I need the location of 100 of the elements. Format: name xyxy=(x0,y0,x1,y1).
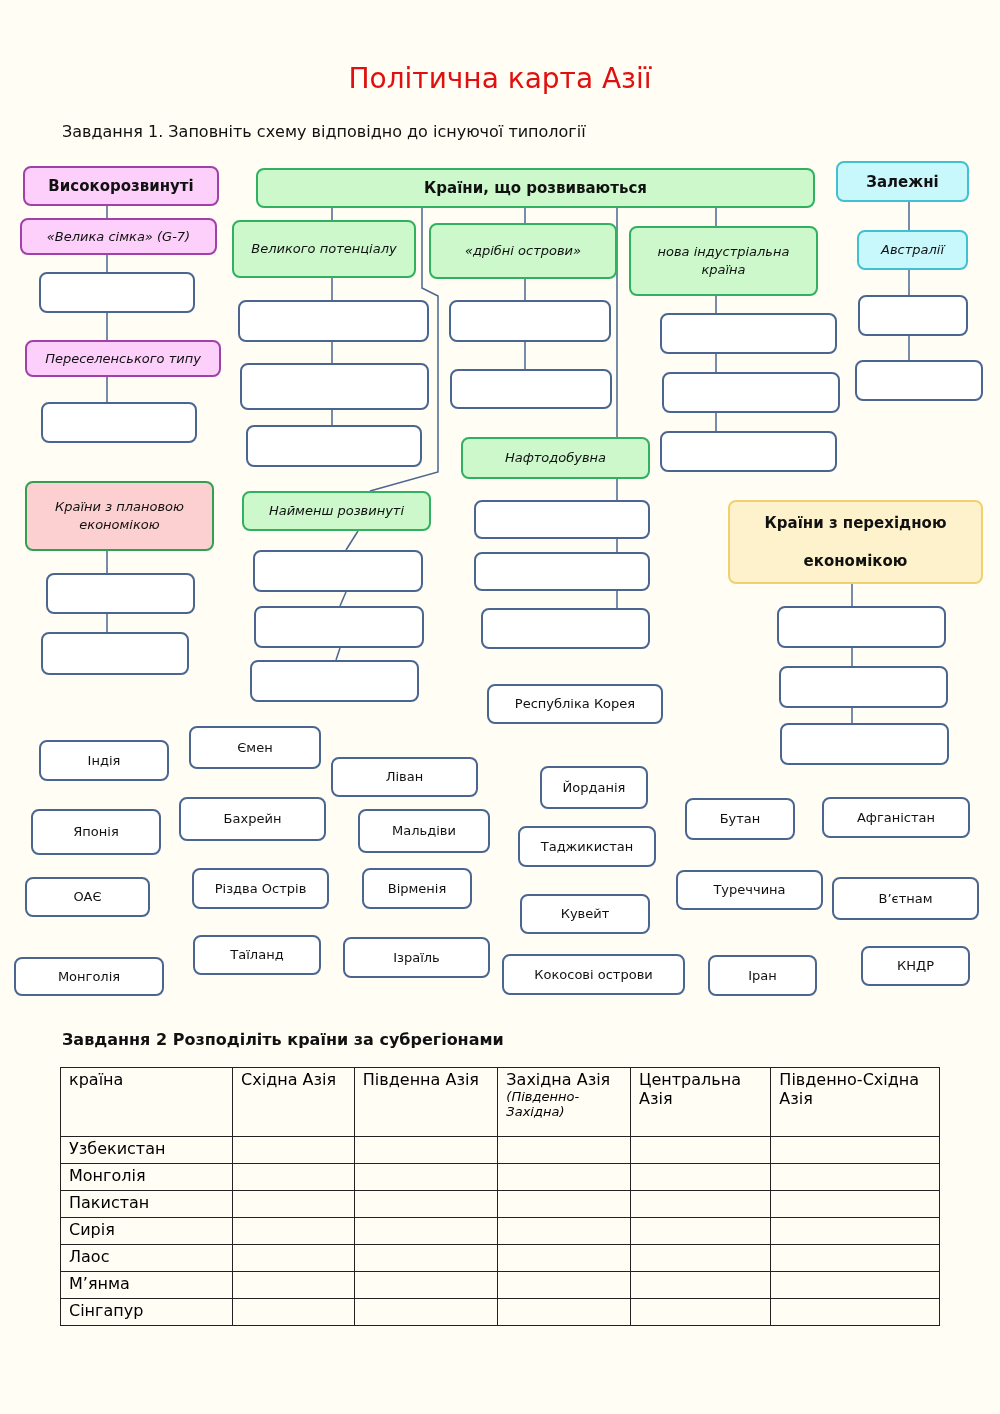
country-card xyxy=(39,740,169,781)
country-card xyxy=(520,894,650,934)
country-card xyxy=(540,766,648,809)
category-box xyxy=(25,481,214,551)
country-name: Індія xyxy=(86,751,122,770)
connector-line xyxy=(331,277,333,301)
connector-line xyxy=(106,550,108,574)
connector-line xyxy=(616,538,618,553)
category-label: Переселенського типу xyxy=(44,349,202,368)
country-name: Різдва Острів xyxy=(213,879,308,898)
connector-line xyxy=(369,207,439,492)
country-card xyxy=(331,757,478,797)
answer-box xyxy=(450,369,612,409)
connector-line xyxy=(524,207,526,224)
connector-line xyxy=(715,295,717,314)
column-header: Південно-Східна Азія xyxy=(770,1067,940,1137)
category-box xyxy=(836,161,969,202)
country-card xyxy=(14,957,164,996)
column-header: Центральна Азія xyxy=(630,1067,771,1137)
country-name: Ємен xyxy=(236,738,274,757)
country-card xyxy=(31,809,161,855)
category-box xyxy=(857,230,968,270)
category-label: Нафтодобувна xyxy=(503,449,608,467)
connector-line xyxy=(524,278,526,301)
connector-line xyxy=(524,341,526,370)
row-header: Сінгапур xyxy=(60,1298,233,1326)
category-box xyxy=(25,340,221,377)
task-heading: Завдання 1. Заповніть схему відповідно до існуючої типології xyxy=(62,122,586,141)
country-name: Бахрейн xyxy=(222,810,283,828)
connector-line xyxy=(106,613,108,633)
connector-line xyxy=(616,478,618,501)
answer-box xyxy=(46,573,195,614)
connector-line xyxy=(851,707,853,724)
connector-line xyxy=(908,269,910,296)
country-name: ОАЄ xyxy=(72,888,103,906)
country-name: Таїланд xyxy=(229,946,285,964)
country-name: КНДР xyxy=(896,957,935,975)
category-box xyxy=(429,223,617,279)
column-note: (Південно-Західна) xyxy=(506,1089,581,1119)
country-card xyxy=(487,684,663,724)
connector-line xyxy=(106,312,108,341)
category-label: Країни, що розвиваються xyxy=(423,179,648,197)
connector-line xyxy=(331,207,333,221)
category-label: «Велика сімка» (G-7) xyxy=(45,227,192,246)
country-card xyxy=(343,937,490,978)
country-card xyxy=(25,877,150,917)
country-name: Монголія xyxy=(56,967,122,986)
connector-line xyxy=(715,353,717,373)
connector-line xyxy=(908,201,910,231)
answer-box xyxy=(481,608,650,649)
country-card xyxy=(362,868,472,909)
country-name: В’єтнам xyxy=(877,889,934,908)
connector-line xyxy=(106,205,108,219)
country-card xyxy=(676,870,823,910)
country-card xyxy=(518,826,656,867)
country-name: Туреччина xyxy=(712,881,787,899)
answer-box xyxy=(238,300,429,342)
connector-line xyxy=(715,207,717,227)
column-header: Південна Азія xyxy=(354,1067,498,1137)
country-name: Кокосові острови xyxy=(533,965,654,984)
connector-line xyxy=(331,409,333,426)
category-box xyxy=(728,500,983,584)
category-label: Високорозвинуті xyxy=(47,177,195,195)
country-name: Вірменія xyxy=(386,879,448,898)
country-card xyxy=(822,797,970,838)
country-name: Ліван xyxy=(384,768,425,786)
country-card xyxy=(179,797,326,841)
category-box xyxy=(232,220,416,278)
answer-box xyxy=(660,431,837,472)
answer-box xyxy=(246,425,422,467)
connector-line xyxy=(335,647,341,661)
row-header: Сирія xyxy=(60,1217,233,1245)
answer-box xyxy=(660,313,837,354)
column-header: Східна Азія xyxy=(232,1067,355,1137)
answer-box xyxy=(39,272,195,313)
connector-line xyxy=(851,583,853,607)
answer-box xyxy=(449,300,611,342)
category-label: нова індустріальна країна xyxy=(656,243,791,279)
country-name: Японія xyxy=(72,823,120,841)
country-card xyxy=(189,726,321,769)
category-label: Великого потенціалу xyxy=(250,240,398,258)
answer-box xyxy=(250,660,419,702)
category-label: Найменш розвинуті xyxy=(267,502,406,520)
country-name: Іран xyxy=(747,966,778,985)
country-name: Йорданія xyxy=(561,778,627,797)
connector-line xyxy=(616,590,618,609)
connector-line xyxy=(851,647,853,667)
connector-line xyxy=(106,376,108,403)
answer-box xyxy=(41,632,189,675)
answer-box xyxy=(855,360,983,401)
answer-box xyxy=(41,402,197,443)
row-header: Пакистан xyxy=(60,1190,233,1218)
page-title: Політична карта Азії xyxy=(347,62,653,95)
category-box xyxy=(256,168,815,208)
answer-box xyxy=(780,723,949,765)
answer-box xyxy=(253,550,423,592)
country-name: Бутан xyxy=(718,810,762,828)
connector-line xyxy=(715,412,717,432)
task-heading: Завдання 2 Розподіліть країни за субрегіонами xyxy=(62,1030,504,1049)
country-card xyxy=(193,935,321,975)
